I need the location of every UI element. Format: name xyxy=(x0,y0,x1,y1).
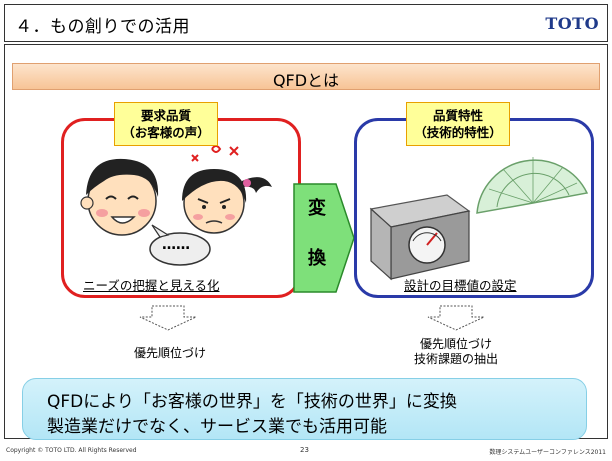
convert-char: 換 xyxy=(308,248,326,269)
needs-caption: ニーズの把握と見える化 xyxy=(83,278,220,293)
anger-mark-icon xyxy=(191,145,239,162)
summary-box: QFDにより「お客様の世界」を「技術の世界」に変換 製造業だけでなく、サービス業… xyxy=(22,378,587,440)
tag-line: 品質特性 xyxy=(432,108,483,123)
summary-line: QFDにより「お客様の世界」を「技術の世界」に変換 xyxy=(47,392,457,412)
speech-bubble-icon xyxy=(149,224,211,266)
speech-bubble-text: …… xyxy=(162,237,190,253)
summary-line: 製造業だけでなく、サービス業でも活用可能 xyxy=(47,417,387,437)
customer-illustration xyxy=(80,145,272,266)
requirement-quality-tag: 要求品質 （お客様の声） xyxy=(114,102,218,146)
protractor-icon xyxy=(476,157,589,214)
down-arrow-icon xyxy=(139,305,197,331)
brand-logo: TOTO xyxy=(545,14,599,33)
slide-header: ４．もの創りでの活用 TOTO xyxy=(4,4,608,42)
boy-face-icon xyxy=(80,158,159,236)
technical-illustration xyxy=(369,157,589,281)
footer-conference: 数理システムユーザーコンファレンス2011 xyxy=(489,449,606,456)
tag-line: （お客様の声） xyxy=(122,125,210,140)
right-arrow-icon xyxy=(293,183,355,293)
priority-line: 優先順位づけ xyxy=(419,337,492,351)
convert-char: 変 xyxy=(308,198,326,219)
slide-title: ４．もの創りでの活用 xyxy=(15,17,190,37)
convert-arrow: 変 換 xyxy=(292,182,356,294)
footer-copyright: Copyright © TOTO LTD. All Rights Reserve… xyxy=(6,447,137,454)
priority-line: 技術課題の抽出 xyxy=(413,352,498,366)
footer-page-number: 23 xyxy=(300,446,309,454)
tag-line: （技術的特性） xyxy=(414,125,502,140)
priority-label-right: 優先順位づけ 技術課題の抽出 xyxy=(396,337,516,367)
down-arrow-icon xyxy=(427,305,485,331)
section-banner: QFDとは xyxy=(12,63,600,90)
tag-line: 要求品質 xyxy=(140,108,191,123)
design-target-caption: 設計の目標値の設定 xyxy=(404,278,517,293)
banner-title: QFDとは xyxy=(272,71,340,90)
technical-panel xyxy=(354,118,594,298)
quality-characteristics-tag: 品質特性 （技術的特性） xyxy=(406,102,510,146)
scale-icon xyxy=(369,194,471,281)
priority-label-left: 優先順位づけ xyxy=(133,346,206,360)
girl-face-icon xyxy=(182,169,272,234)
